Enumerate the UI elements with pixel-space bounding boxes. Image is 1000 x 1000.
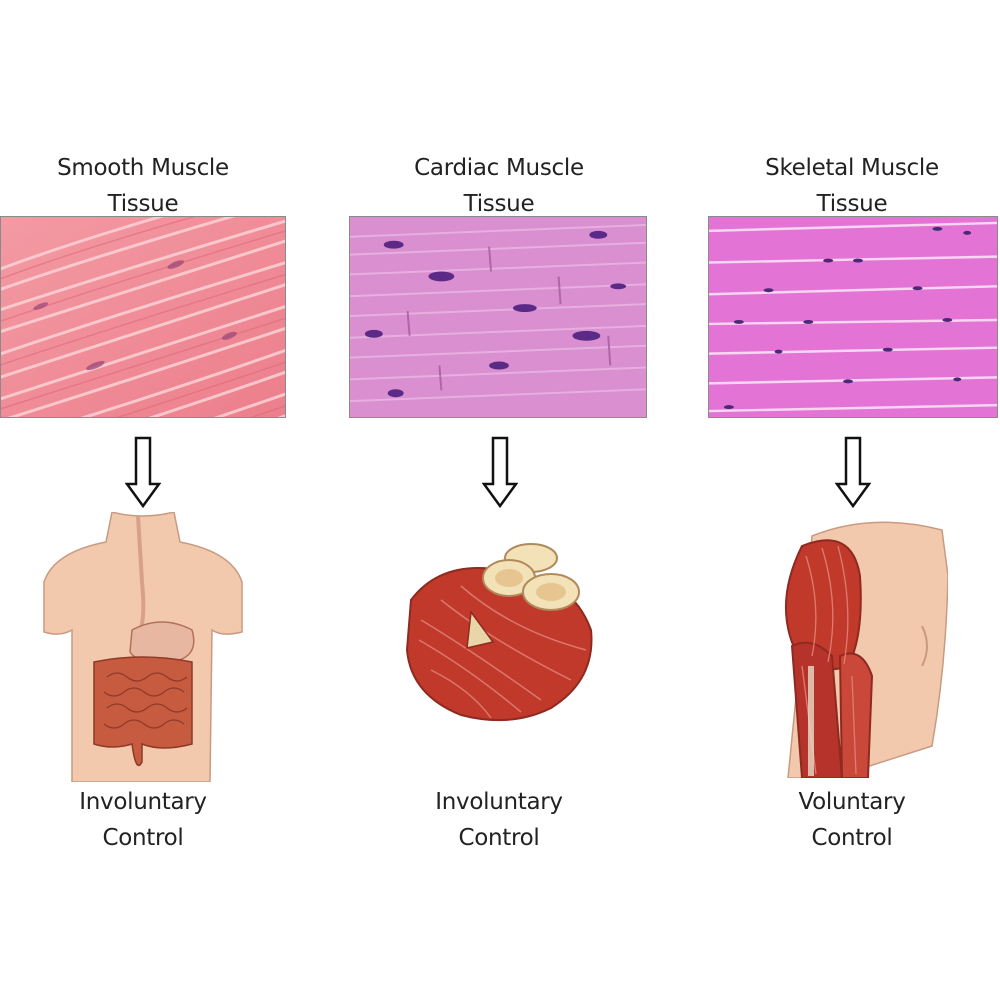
- skeletal-muscle-column: Skeletal Muscle Tissue: [702, 0, 1000, 1000]
- skeletal-title-line1: Skeletal Muscle: [765, 155, 939, 181]
- down-arrow-icon: [125, 436, 161, 508]
- smooth-muscle-control: Involuntary Control: [0, 784, 293, 856]
- down-arrow-icon: [482, 436, 518, 508]
- smooth-title-line1: Smooth Muscle: [57, 155, 229, 181]
- smooth-title-line2: Tissue: [107, 191, 179, 217]
- cardiac-muscle-control: Involuntary Control: [349, 784, 649, 856]
- smooth-control-line1: Involuntary: [79, 789, 207, 815]
- cardiac-muscle-micrograph: [349, 216, 647, 418]
- smooth-muscle-micrograph: [0, 216, 286, 418]
- skeletal-control-line2: Control: [811, 825, 893, 851]
- skeletal-title-line2: Tissue: [816, 191, 888, 217]
- skeletal-muscle-micrograph: [708, 216, 998, 418]
- skeletal-control-line1: Voluntary: [798, 789, 906, 815]
- cardiac-muscle-column: Cardiac Muscle Tissue: [349, 0, 649, 1000]
- cardiac-title-line1: Cardiac Muscle: [414, 155, 584, 181]
- down-arrow-icon: [835, 436, 871, 508]
- cardiac-title-line2: Tissue: [463, 191, 535, 217]
- digestive-system-icon: [43, 512, 243, 782]
- smooth-control-line2: Control: [102, 825, 184, 851]
- smooth-muscle-column: Smooth Muscle Tissue: [0, 0, 300, 1000]
- heart-icon: [405, 543, 593, 722]
- cardiac-control-line1: Involuntary: [435, 789, 563, 815]
- smooth-muscle-title: Smooth Muscle Tissue: [0, 150, 293, 222]
- cardiac-muscle-title: Cardiac Muscle Tissue: [349, 150, 649, 222]
- skeletal-muscle-title: Skeletal Muscle Tissue: [702, 150, 1000, 222]
- skeletal-muscle-control: Voluntary Control: [702, 784, 1000, 856]
- cardiac-control-line2: Control: [458, 825, 540, 851]
- arm-muscle-icon: [784, 521, 948, 778]
